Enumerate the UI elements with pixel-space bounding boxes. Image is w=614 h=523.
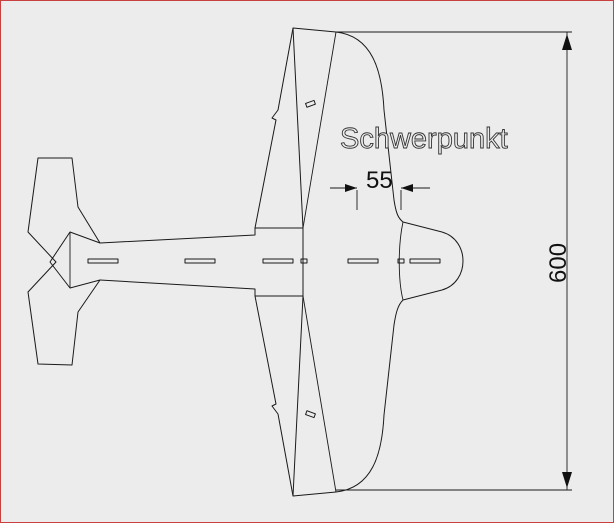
span-dimension	[336, 31, 572, 491]
wing-slot-bottom	[305, 410, 316, 419]
cg-offset-value: 55	[366, 167, 393, 194]
nose-line	[398, 221, 404, 301]
fuselage-rear	[99, 227, 304, 297]
wing-trailing-root-lower	[254, 295, 294, 497]
cg-label: Schwerpunkt	[340, 123, 508, 155]
wing-slot-top	[305, 99, 316, 108]
wing-trailing-root	[254, 27, 294, 229]
span-value: 600	[545, 243, 572, 283]
main-wing	[292, 27, 464, 497]
aileron-line-bottom	[302, 295, 337, 493]
cg-dimension	[330, 184, 430, 210]
horizontal-stabilizer	[27, 157, 101, 366]
aileron-line-top	[302, 31, 337, 229]
centerline-dashes	[87, 258, 441, 264]
